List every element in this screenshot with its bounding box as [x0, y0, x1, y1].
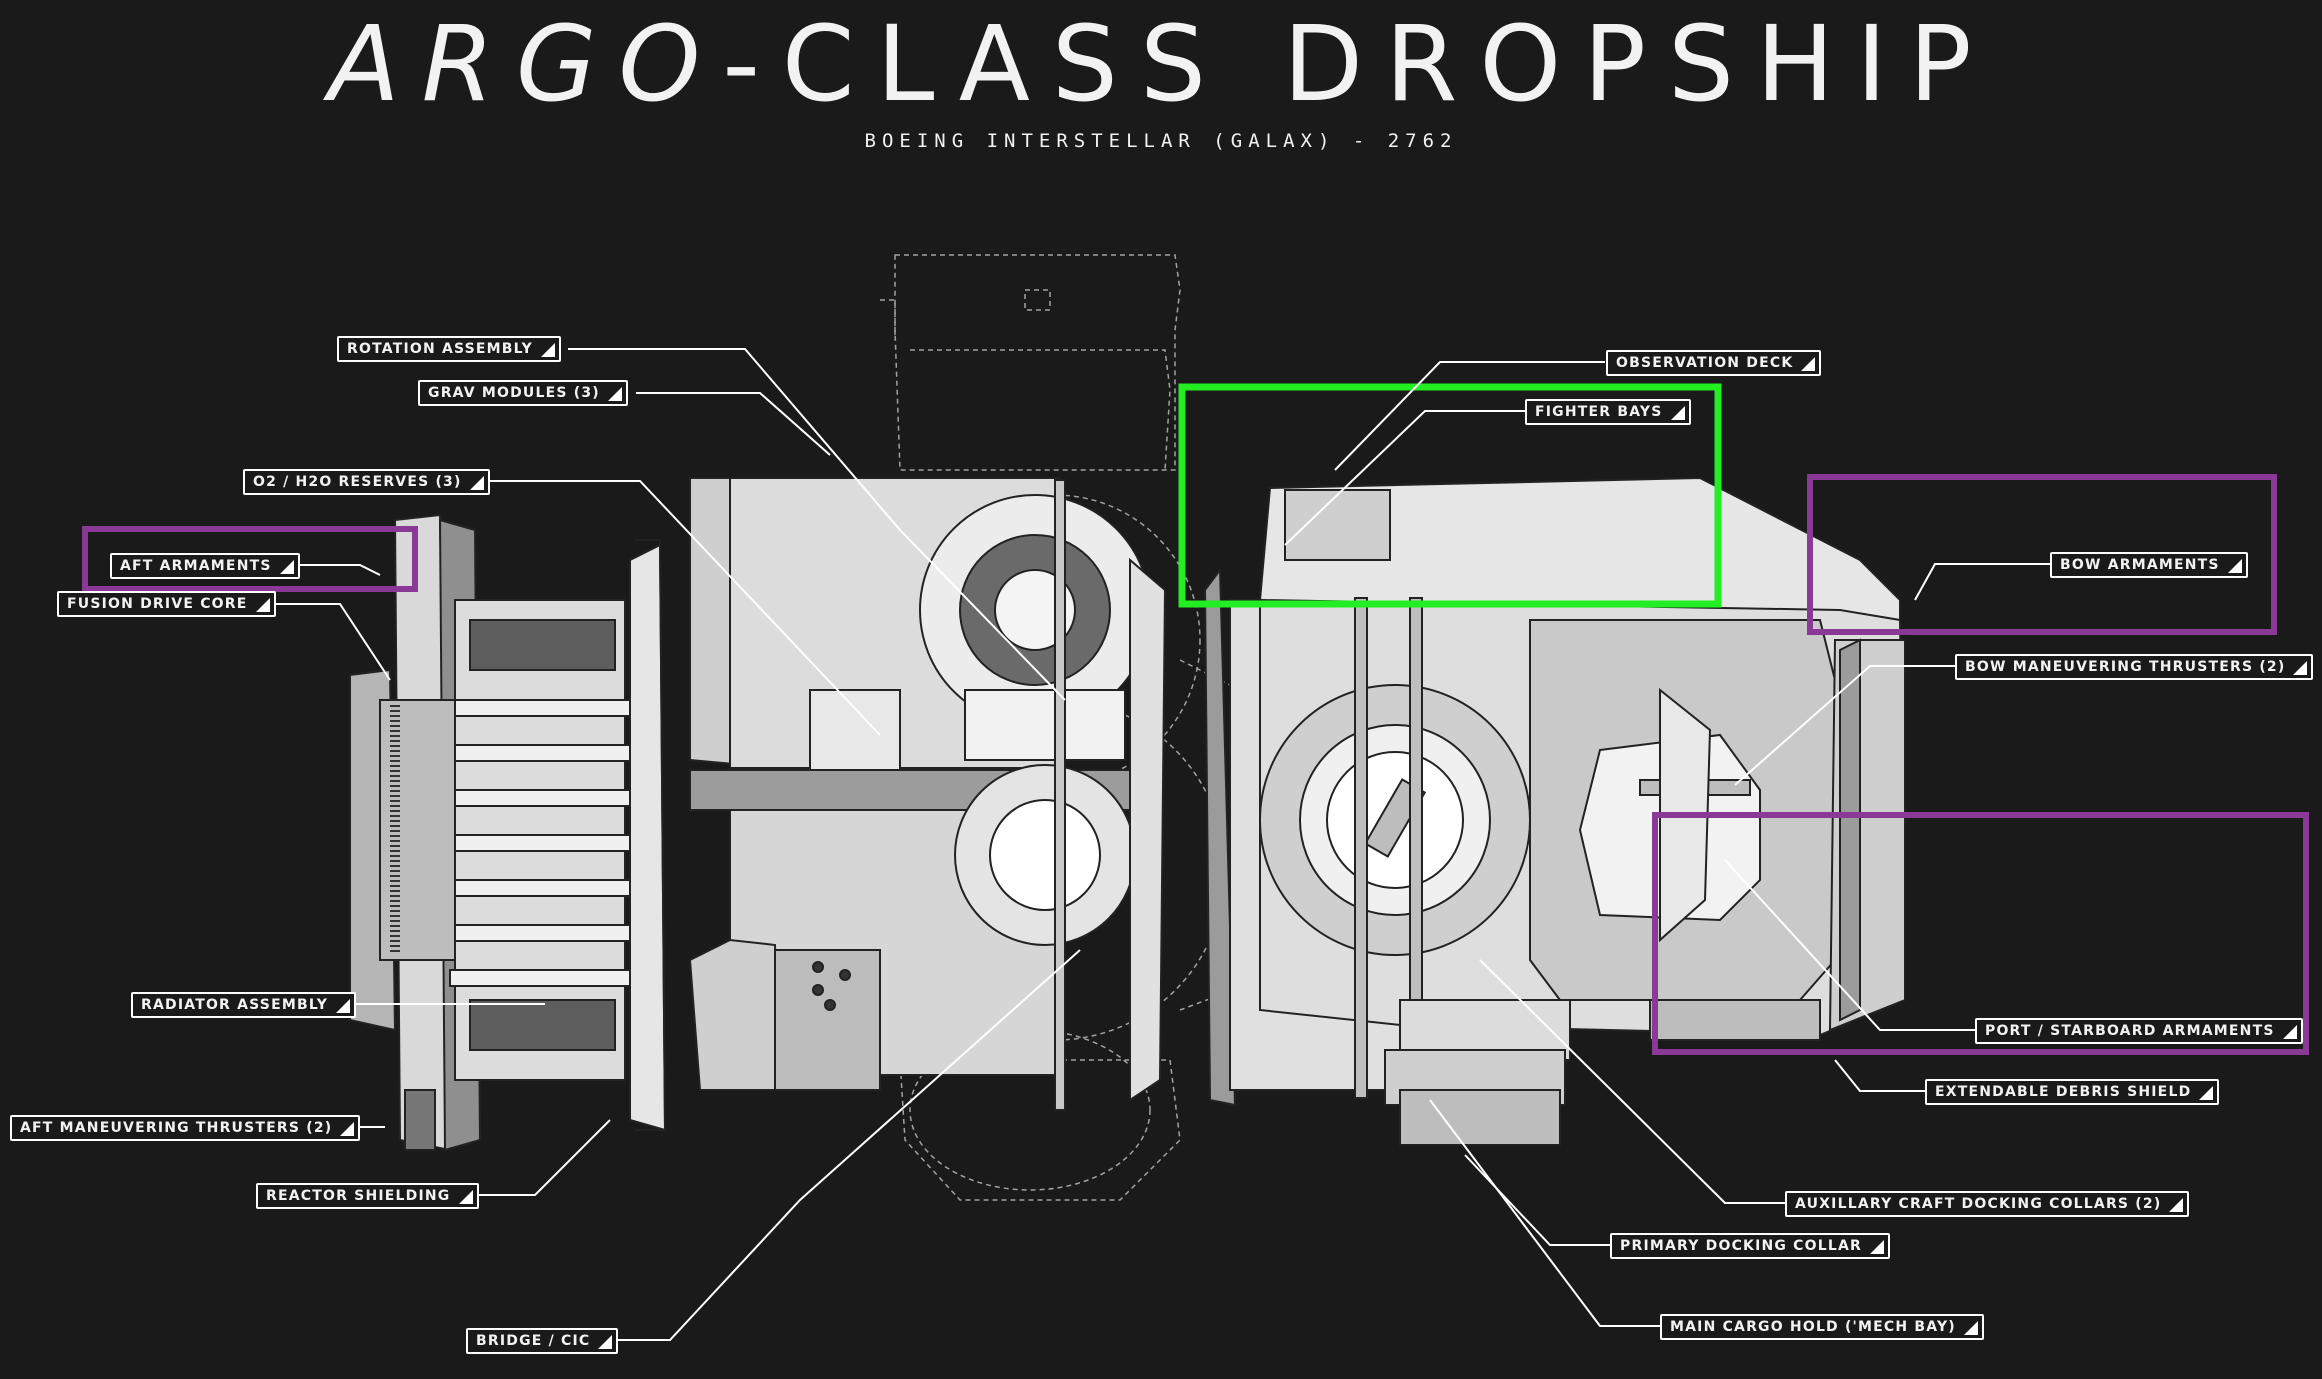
label-bow-maneuvering-thrusters: BOW MANEUVERING THRUSTERS (2) — [1955, 654, 2314, 680]
label-aft-maneuvering-thrusters: AFT MANEUVERING THRUSTERS (2) — [10, 1115, 361, 1141]
label-bow-armaments: BOW ARMAMENTS — [2050, 552, 2248, 578]
label-main-cargo-hold: MAIN CARGO HOLD ('MECH BAY) — [1660, 1314, 1984, 1340]
label-auxillary-docking-collars: AUXILLARY CRAFT DOCKING COLLARS (2) — [1785, 1191, 2190, 1217]
diagram-subtitle: BOEING INTERSTELLAR (GALAX) - 2762 — [864, 130, 1458, 152]
label-radiator-assembly: RADIATOR ASSEMBLY — [131, 992, 357, 1018]
label-fusion-drive-core: FUSION DRIVE CORE — [57, 591, 276, 617]
label-observation-deck: OBSERVATION DECK — [1606, 350, 1822, 376]
highlight-port-starboard — [1652, 812, 2309, 1055]
highlight-bow-armaments — [1807, 474, 2277, 635]
label-aft-armaments: AFT ARMAMENTS — [110, 553, 300, 579]
title-rest: -CLASS DROPSHIP — [722, 3, 1994, 125]
label-o2-h2o-reserves: O2 / H2O RESERVES (3) — [243, 469, 490, 495]
diagram-title: ARGO-CLASS DROPSHIP — [0, 12, 2322, 116]
label-reactor-shielding: REACTOR SHIELDING — [256, 1183, 479, 1209]
forward-section — [1203, 476, 1907, 1146]
label-grav-modules: GRAV MODULES (3) — [418, 380, 628, 406]
label-extendable-debris-shield: EXTENDABLE DEBRIS SHIELD — [1925, 1079, 2220, 1105]
label-bridge-cic: BRIDGE / CIC — [466, 1328, 619, 1354]
label-fighter-bays: FIGHTER BAYS — [1525, 399, 1691, 425]
highlight-boxes — [82, 383, 2309, 1055]
title-italic: ARGO — [328, 3, 723, 125]
highlight-aft-armaments — [82, 526, 418, 592]
mid-section — [688, 477, 1167, 1111]
leader-lines — [275, 348, 2050, 1341]
label-rotation-assembly: ROTATION ASSEMBLY — [337, 336, 561, 362]
highlight-fighter-bays — [1178, 383, 1722, 608]
aft-section — [349, 513, 667, 1152]
label-port-starboard-armaments: PORT / STARBOARD ARMAMENTS — [1975, 1018, 2303, 1044]
label-primary-docking-collar: PRIMARY DOCKING COLLAR — [1610, 1233, 1891, 1259]
